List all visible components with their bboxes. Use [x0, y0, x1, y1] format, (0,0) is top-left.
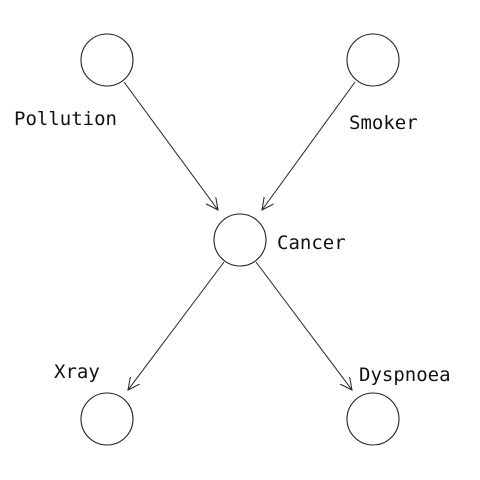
node-pollution[interactable] [80, 33, 134, 87]
label-pollution: Pollution [14, 108, 117, 130]
label-smoker: Smoker [349, 112, 418, 134]
node-xray[interactable] [80, 392, 134, 446]
node-cancer[interactable] [213, 213, 267, 267]
node-smoker[interactable] [346, 33, 400, 87]
edges [123, 81, 356, 390]
edge-pollution-cancer [123, 81, 218, 210]
label-xray: Xray [54, 361, 100, 383]
node-dyspnoea[interactable] [346, 392, 400, 446]
nodes [80, 33, 400, 446]
edge-smoker-cancer [262, 81, 356, 210]
labels: Pollution Smoker Cancer Xray Dyspnoea [14, 108, 451, 386]
label-dyspnoea: Dyspnoea [359, 364, 451, 386]
label-cancer: Cancer [277, 232, 346, 254]
edge-cancer-dyspnoea [255, 261, 352, 390]
edge-cancer-xray [128, 261, 225, 390]
